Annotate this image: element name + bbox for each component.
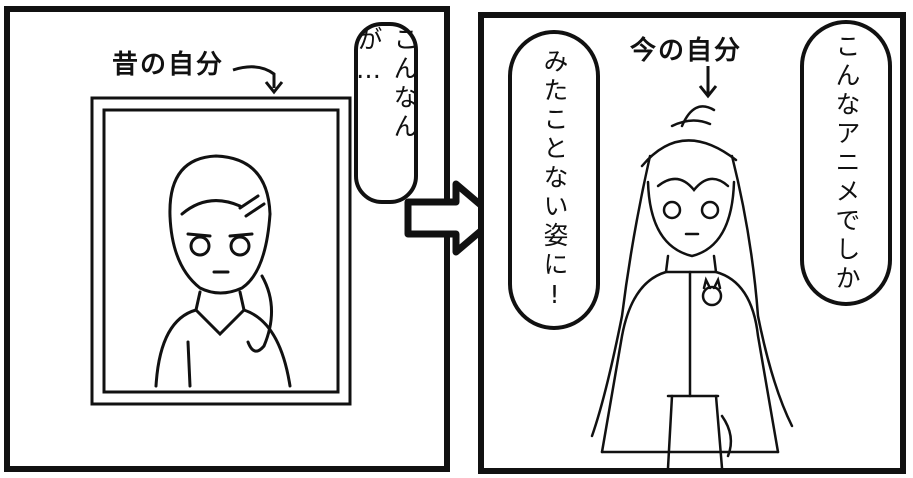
past-speech-text: こんなんが… [354, 26, 419, 142]
present-self-caption: 今の自分 [630, 36, 743, 66]
past-self-caption: 昔の自分 [112, 50, 225, 80]
present-speech-text-right: こんなアニメでしか [832, 32, 861, 294]
curved-arrow-icon [232, 65, 284, 95]
past-self-figure [154, 154, 292, 388]
right-arrow-icon [404, 180, 500, 256]
present-speech-text-left: みたことない姿に! [540, 47, 569, 313]
picture-frame [90, 96, 352, 406]
present-speech-bubble-left: みたことない姿に! [508, 30, 600, 330]
past-speech-bubble: こんなんが… [354, 22, 419, 204]
down-arrow-icon [698, 66, 718, 99]
present-self-figure [590, 105, 794, 470]
present-speech-bubble-right: こんなアニメでしか [800, 20, 892, 306]
